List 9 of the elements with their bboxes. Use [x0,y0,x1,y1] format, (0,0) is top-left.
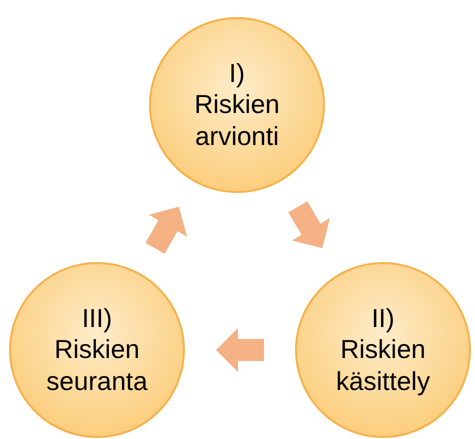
stage-label: Riskien arvionti [193,89,281,152]
block-arrow [146,206,188,254]
stage-number: I) [229,58,245,90]
block-arrow [216,328,264,372]
stage-number: III) [82,303,112,334]
stage-number: II) [371,303,395,334]
stage-label: Riskien käsittely [335,334,431,397]
stage-label: Riskien seuranta [45,334,149,397]
block-arrow [288,201,330,248]
